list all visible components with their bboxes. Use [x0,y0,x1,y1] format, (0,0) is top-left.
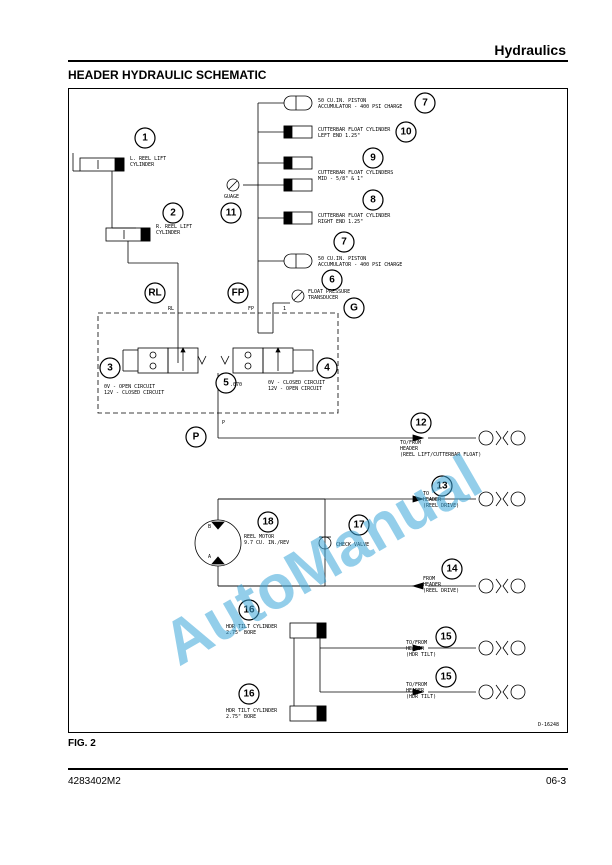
label-cb-mid-2: MID - 5/8" & 1" [318,176,363,182]
label-small-1: 1 [283,306,286,312]
callout-16-top: 16 [243,605,255,616]
label-tilt-bot-1: HDR TILT CYLINDER [226,708,278,714]
page-number: 06-3 [545,776,566,787]
callout-3: 3 [107,363,113,374]
label-tofrom-12-3: (REEL LIFT/CUTTERBAR FLOAT) [400,452,481,458]
callout-7-top: 7 [422,98,428,109]
callout-10: 10 [400,127,412,138]
label-to-13-3: (REEL DRIVE) [423,503,459,509]
label-cb-right-1: CUTTERBAR FLOAT CYLINDER [318,213,391,219]
label-from-14-1: FROM [423,576,435,582]
label-valve4-1: 0V - CLOSED CIRCUIT [268,380,325,386]
label-small-p: P [222,420,225,426]
callout-16-bottom: 16 [243,689,255,700]
label-acc-top-1: 50 CU.IN. PISTON [318,98,366,104]
label-motor-1: REEL MOTOR [244,534,275,540]
label-cb-left-1: CUTTERBAR FLOAT CYLINDER [318,127,391,133]
label-tilt-bot-2: 2.75" BORE [226,714,256,720]
label-to-13-1: TO [423,491,429,497]
label-tofrom-15b-3: (HDR TILT) [406,694,436,700]
label-tofrom-15b-1: TO/FROM [406,682,427,688]
label-l-reel-lift-2: CYLINDER [130,162,155,168]
callout-8: 8 [370,195,376,206]
callout-4: 4 [324,363,330,374]
callout-11: 11 [226,208,237,219]
footer-rule [68,768,568,770]
port-p: P [193,432,200,443]
label-tilt-top-1: HDR TILT CYLINDER [226,624,278,630]
label-acc-bot-1: 50 CU.IN. PISTON [318,256,366,262]
label-fpt-2: TRANSDUCER [308,295,339,301]
callout-14: 14 [446,564,458,575]
label-acc-top-2: ACCUMULATOR - 400 PSI CHARGE [318,104,402,110]
label-l-reel-lift-1: L. REEL LIFT [130,156,166,162]
label-from-14-3: (REEL DRIVE) [423,588,459,594]
hydraulic-schematic: 1 2 RL FP 3 4 5 6 G P 7 10 9 8 11 7 12 1… [68,88,568,733]
port-fp: FP [232,288,245,299]
label-tofrom-15a-1: TO/FROM [406,640,427,646]
callout-17: 17 [353,520,365,531]
callout-7-bottom: 7 [341,237,347,248]
callout-6: 6 [329,275,335,286]
label-fpt-1: FLOAT PRESSURE [308,289,350,295]
label-motor-a: A [208,554,211,560]
label-from-14-2: HEADER [423,582,442,588]
label-acc-bot-2: ACCUMULATOR - 400 PSI CHARGE [318,262,402,268]
callout-1: 1 [142,133,148,144]
label-valve4-2: 12V - OPEN CIRCUIT [268,386,322,392]
label-tofrom-12-1: TO/FROM [400,440,421,446]
doc-number: 4283402M2 [68,776,121,787]
page-title: HEADER HYDRAULIC SCHEMATIC [68,68,267,82]
label-cb-left-2: LEFT END 1.25" [318,133,360,139]
figure-caption: FIG. 2 [68,738,96,749]
label-tofrom-15a-3: (HDR TILT) [406,652,436,658]
label-to-13-2: HEADER [423,497,442,503]
label-valve3-2: 12V - CLOSED CIRCUIT [104,390,164,396]
label-motor-2: 9.7 CU. IN./REV [244,540,289,546]
callout-9: 9 [370,153,376,164]
label-tofrom-12-2: HEADER [400,446,419,452]
label-tilt-top-2: 2.75" BORE [226,630,256,636]
label-motor-b: B [208,524,211,530]
callout-13: 13 [436,481,448,492]
label-gauge: GUAGE [224,194,239,200]
port-g: G [350,303,358,314]
label-cb-right-2: RIGHT END 1.25" [318,219,363,225]
header-rule [68,60,568,62]
callout-2: 2 [170,208,176,219]
label-small-fp: FP [248,306,254,312]
callout-12: 12 [415,418,427,429]
label-valve3-1: 0V - OPEN CIRCUIT [104,384,155,390]
callout-5: 5 [223,378,229,389]
drawing-number: D-16248 [538,722,559,728]
section-title: Hydraulics [494,42,566,58]
label-r-reel-lift-1: R. REEL LIFT [156,224,192,230]
label-small-rl: RL [168,306,174,312]
callout-15-bottom: 15 [440,672,452,683]
callout-15-top: 15 [440,632,452,643]
label-check-valve: CHECK VALVE [336,542,369,548]
callout-18: 18 [262,517,274,528]
label-tofrom-15a-2: HEADER [406,646,425,652]
port-rl: RL [148,288,161,299]
label-cb-mid-1: CUTTERBAR FLOAT CYLINDERS [318,170,393,176]
label-orifice: .070 [230,382,242,388]
label-r-reel-lift-2: CYLINDER [156,230,181,236]
label-tofrom-15b-2: HEADER [406,688,425,694]
